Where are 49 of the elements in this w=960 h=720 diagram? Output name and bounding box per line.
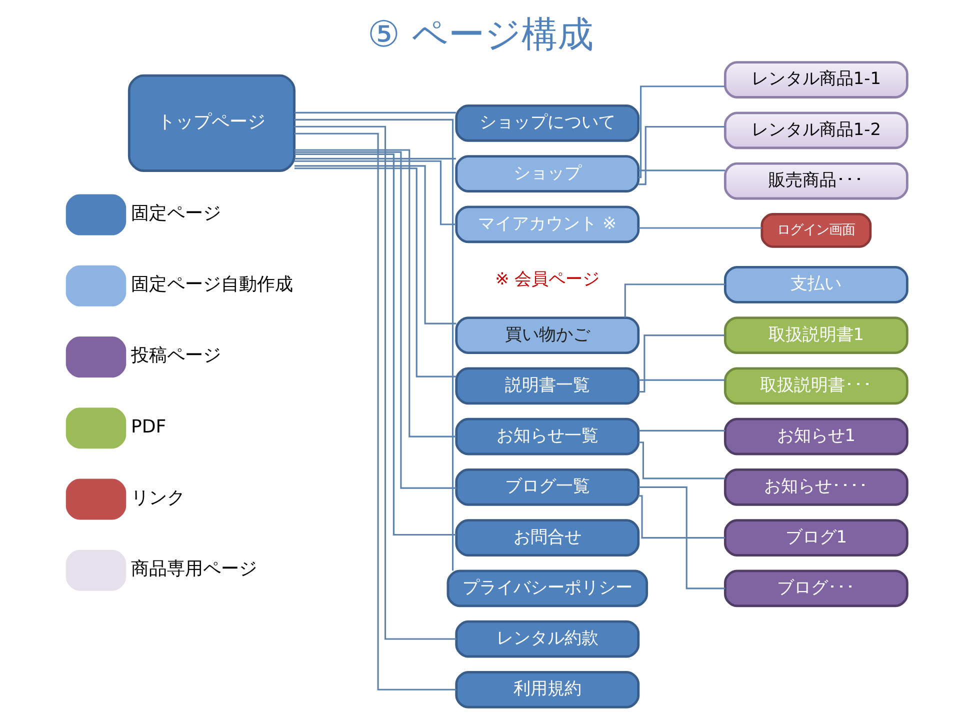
node-box: 説明書一覧 [454,367,640,405]
node-box: レンタル商品1-1 [723,61,908,98]
node-box: ブログ･･･ [723,570,908,608]
legend-label: 商品専用ページ [130,558,256,580]
connector [624,284,725,318]
node-box: お知らせ1 [723,418,908,456]
node-box: ログイン画面 [760,212,872,248]
connector [638,495,724,539]
connector [294,118,454,571]
connector [638,486,725,590]
connector [638,379,725,381]
connector [294,112,456,114]
connector [638,170,725,172]
legend-label: 固定ページ [130,202,220,224]
connector [638,227,762,229]
node-box: ブログ1 [723,519,908,556]
connector [638,430,725,432]
node-box: 取扱説明書･･･ [723,367,908,405]
node-box: 支払い [723,266,908,304]
node-box: 利用規約 [454,670,640,708]
connector [294,160,456,226]
connector [294,168,456,378]
legend-label: 投稿ページ [130,345,220,366]
connector [638,126,724,186]
connector [638,86,724,178]
node-box: ブログ一覧 [454,468,640,506]
node-box: 買い物かご [454,316,640,354]
legend-label: リンク [130,487,184,508]
node-box: お問合せ [454,519,640,556]
node-box: トップページ [127,74,295,172]
legend-label: 固定ページ自動作成 [130,274,292,296]
node-box: ショップについて [454,104,640,142]
connector [638,442,725,480]
node-box: ショップ [454,155,640,192]
diagram-title: ⑤ ページ構成 [367,12,593,56]
node-box: お知らせ････ [723,468,908,506]
node-box: お知らせ一覧 [454,418,640,456]
node-box: レンタル商品1-2 [723,112,908,150]
connector [294,158,456,160]
connector [294,149,456,438]
node-box: 取扱説明書1 [723,316,908,354]
node-box: マイアカウント ※ [454,206,640,244]
legend-label: PDF [130,416,166,438]
label: ※ 会員ページ [494,268,600,288]
node-box: プライバシーポリシー [446,570,648,608]
node-box: 販売商品･･･ [723,162,908,200]
connector [294,165,456,324]
node-box: レンタル約款 [454,620,640,658]
connector [638,334,724,393]
